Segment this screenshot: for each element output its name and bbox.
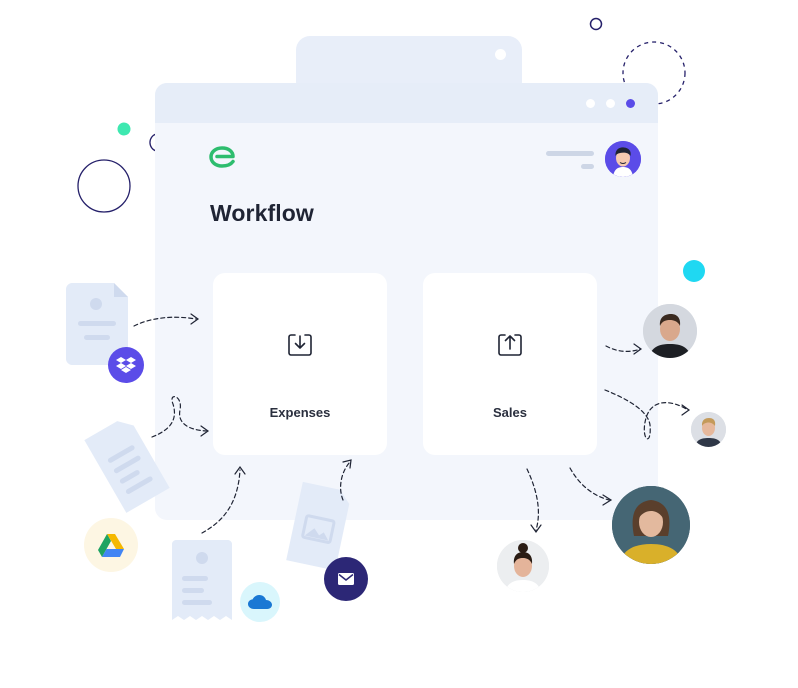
cyan-dot	[683, 260, 705, 282]
onedrive-icon	[248, 595, 272, 609]
header-placeholder-line	[546, 151, 594, 156]
arrowhead	[602, 494, 613, 506]
person-photo	[691, 412, 726, 447]
image-document-icon	[286, 481, 350, 571]
dropbox-badge[interactable]	[108, 347, 144, 383]
arrowhead	[190, 313, 200, 325]
arrow-sales-to-contact	[604, 389, 689, 440]
window-titlebar	[155, 83, 658, 123]
page-title: Workflow	[210, 200, 314, 226]
expenses-card[interactable]: Expenses	[213, 273, 387, 455]
google-drive-badge[interactable]	[84, 518, 138, 572]
person-photo	[612, 486, 690, 564]
arrow-sales-to-contact	[569, 467, 610, 501]
header-placeholder-line	[581, 164, 594, 169]
contact-avatar[interactable]	[612, 486, 690, 564]
arrowhead	[633, 343, 643, 355]
google-drive-icon	[98, 533, 124, 557]
expenses-card-label: Expenses	[269, 405, 331, 420]
arrow-image-to-expenses	[340, 461, 351, 501]
window-dot	[495, 49, 506, 60]
sales-card[interactable]: Sales	[423, 273, 597, 455]
app-window: Workflow Expenses Sales	[155, 83, 658, 520]
arrowhead	[200, 425, 210, 437]
receipt-document-icon	[84, 421, 170, 513]
person-photo	[643, 304, 697, 358]
mint-dot	[117, 122, 131, 136]
window-dot[interactable]	[606, 99, 615, 108]
user-avatar[interactable]	[605, 141, 641, 177]
arrowhead	[530, 524, 542, 534]
arrow-invoice-to-expenses	[201, 469, 241, 534]
arrowhead	[342, 459, 352, 469]
navy-ring-large	[77, 159, 131, 213]
arrow-sales-to-contact	[605, 345, 641, 352]
arrowhead	[234, 465, 246, 475]
dropbox-icon	[116, 357, 136, 373]
contact-avatar[interactable]	[691, 412, 726, 447]
mail-badge[interactable]	[324, 557, 368, 601]
arrow-sales-to-contact	[526, 468, 539, 531]
window-dot[interactable]	[626, 99, 635, 108]
contact-avatar[interactable]	[643, 304, 697, 358]
mail-icon	[338, 573, 354, 585]
window-dot[interactable]	[586, 99, 595, 108]
download-tray-icon	[288, 334, 312, 356]
arrow-receipt-to-expenses	[151, 396, 207, 438]
arrow-dropbox-to-expenses	[133, 316, 197, 327]
sales-card-label: Sales	[493, 405, 527, 420]
onedrive-badge[interactable]	[240, 582, 280, 622]
brand-logo-icon	[209, 146, 235, 168]
arrowhead	[681, 404, 691, 416]
navy-ring-small	[589, 17, 603, 31]
upload-tray-icon	[498, 334, 522, 356]
person-photo	[497, 540, 549, 592]
contact-avatar[interactable]	[497, 540, 549, 592]
document-icon	[66, 283, 128, 365]
navy-arc	[149, 133, 157, 152]
user-avatar-illustration	[605, 141, 641, 177]
invoice-document-icon	[172, 540, 232, 620]
